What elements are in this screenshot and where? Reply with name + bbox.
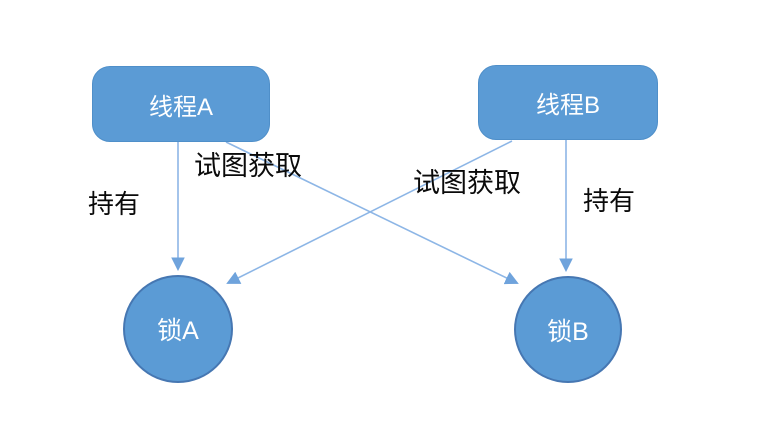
node-lock-a: 锁A xyxy=(123,275,233,383)
edge-threadB-tries-lockA xyxy=(226,140,513,284)
node-thread-a: 线程A xyxy=(92,66,270,142)
node-thread-a-label: 线程A xyxy=(148,93,213,121)
node-thread-b-label: 线程B xyxy=(535,92,600,119)
node-lock-a-label: 锁A xyxy=(157,317,199,345)
edge-threadA-tries-lockB xyxy=(225,141,519,285)
node-lock-b: 锁B xyxy=(514,276,622,383)
node-lock-b-label: 锁B xyxy=(547,317,589,346)
edge-label-threadA-holds: 持有 xyxy=(88,189,141,219)
edge-label-threadB-holds: 持有 xyxy=(583,186,636,216)
edge-label-threadB-tries: 试图获取 xyxy=(413,168,521,198)
edge-label-threadA-tries: 试图获取 xyxy=(194,151,302,181)
node-thread-b: 线程B xyxy=(478,65,658,140)
